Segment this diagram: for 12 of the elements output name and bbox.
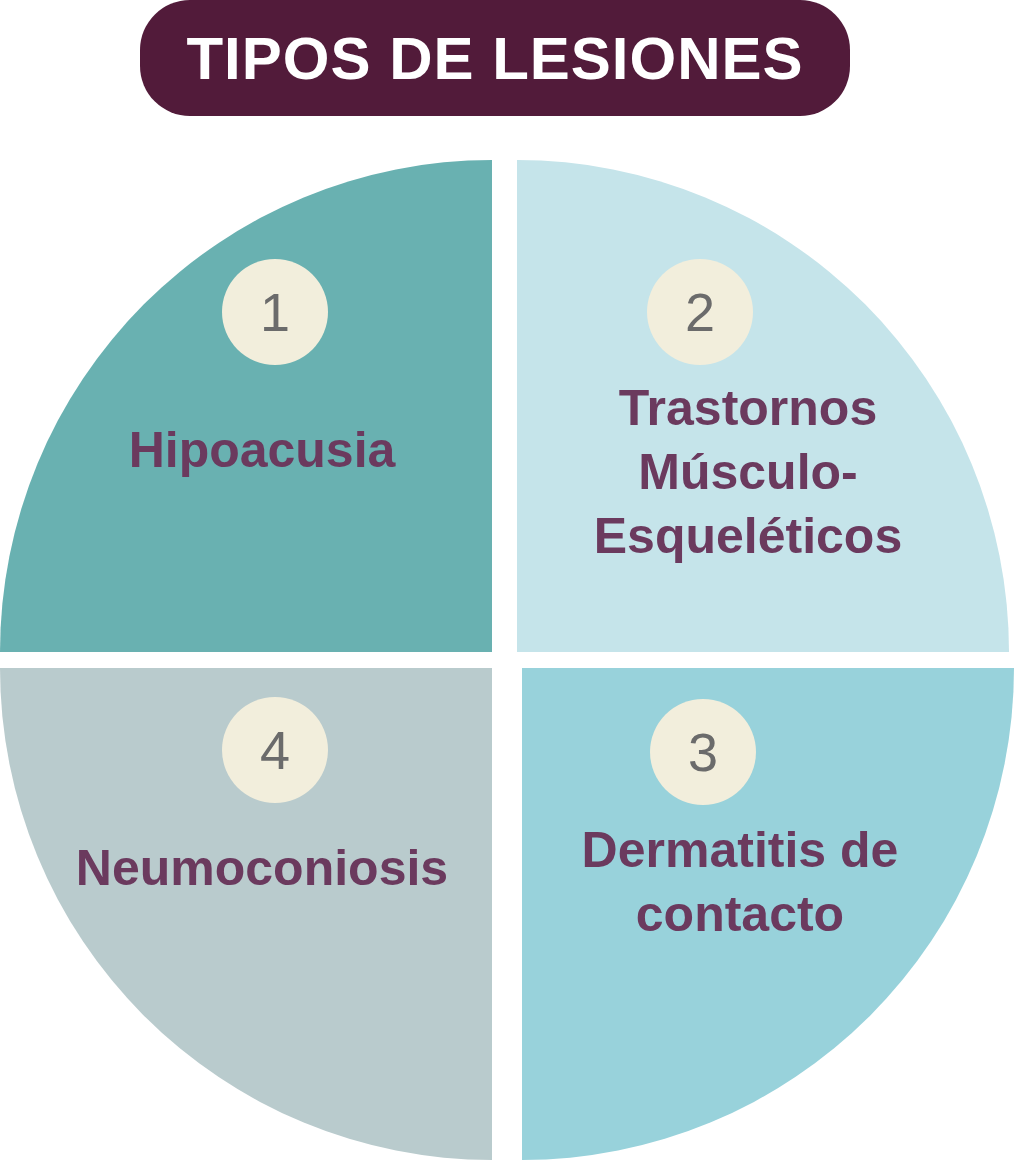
pie-segment	[522, 668, 1014, 1160]
number-circle: 1	[222, 259, 328, 365]
segment-label: Neumoconiosis	[74, 839, 450, 898]
number-circle: 2	[647, 259, 753, 365]
number-circle: 4	[222, 697, 328, 803]
segment-label: Trastornos Músculo-Esqueléticos	[592, 379, 904, 566]
number-circle: 3	[650, 699, 756, 805]
segment-label: Hipoacusia	[127, 421, 397, 480]
pie-segment	[0, 160, 492, 652]
segment-label: Dermatitis de contacto	[580, 821, 900, 944]
pie-segment	[0, 668, 492, 1160]
title-banner: TIPOS DE LESIONES	[140, 0, 850, 116]
